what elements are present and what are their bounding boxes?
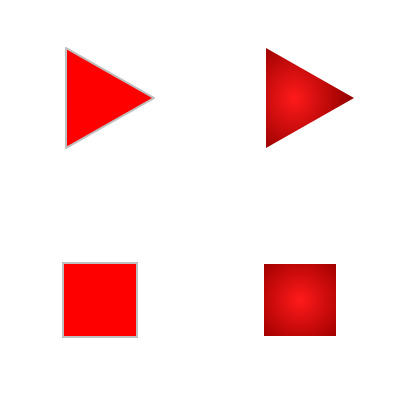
stop-icon[interactable] (262, 262, 338, 338)
stop-icon[interactable] (60, 260, 140, 340)
play-icon[interactable] (262, 44, 358, 152)
play-icon[interactable] (60, 42, 160, 154)
